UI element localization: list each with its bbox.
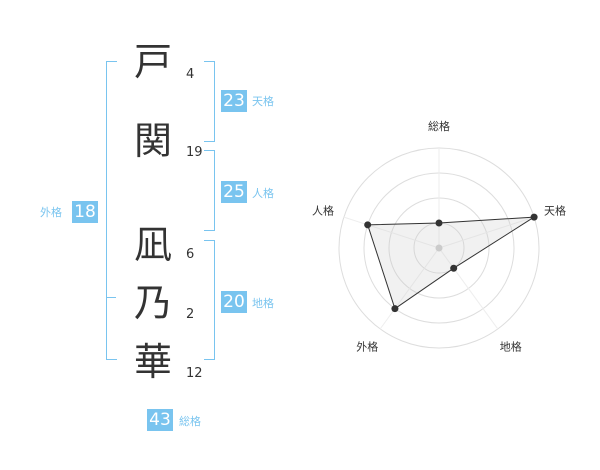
radar-series-polygon xyxy=(366,216,535,310)
radar-center-dot xyxy=(435,244,443,252)
stroke-count-1: 4 xyxy=(186,67,195,82)
radar-point-5 xyxy=(364,221,372,229)
tenkaku-label: 天格 xyxy=(252,95,274,108)
stroke-count-2: 19 xyxy=(186,145,203,160)
name-char-5: 華 xyxy=(133,340,172,384)
radar-axis-label-3: 地格 xyxy=(500,340,522,354)
radar-axis-label-2: 天格 xyxy=(544,203,566,217)
radar-series xyxy=(364,213,538,313)
name-char-4: 乃 xyxy=(133,281,172,325)
radar-axis-label-1: 総格 xyxy=(428,119,450,133)
stroke-count-5: 12 xyxy=(186,366,203,381)
radar-axis-label-4: 外格 xyxy=(356,340,378,354)
chikaku-bracket xyxy=(204,240,215,360)
stroke-count-4: 2 xyxy=(186,307,195,322)
jinkaku-label: 人格 xyxy=(252,187,274,200)
gaikaku-bracket xyxy=(106,61,117,360)
radar-spoke xyxy=(438,247,499,330)
gaikaku-bracket-tick xyxy=(106,297,116,298)
radar-spoke xyxy=(379,247,440,330)
gaikaku-value: 18 xyxy=(72,201,98,223)
chikaku-value: 20 xyxy=(221,291,247,313)
jinkaku-bracket xyxy=(204,150,215,231)
radar-point-4 xyxy=(391,305,399,313)
stroke-count-3: 6 xyxy=(186,247,195,262)
name-char-2: 関 xyxy=(133,119,172,163)
radar-point-1 xyxy=(435,219,443,227)
jinkaku-value: 25 xyxy=(221,181,247,203)
tenkaku-bracket xyxy=(204,61,215,142)
gaikaku-label: 外格 xyxy=(40,206,62,219)
radar-axis-label-5: 人格 xyxy=(312,203,334,217)
name-char-3: 凪 xyxy=(133,223,172,267)
soukaku-value: 43 xyxy=(147,409,173,431)
radar-point-3 xyxy=(450,264,458,272)
radar-point-2 xyxy=(530,213,538,221)
name-char-1: 戸 xyxy=(133,40,172,84)
tenkaku-value: 23 xyxy=(221,90,247,112)
soukaku-label: 総格 xyxy=(179,415,201,428)
radar-spoke xyxy=(343,216,440,249)
chikaku-label: 地格 xyxy=(252,297,274,310)
radar-spokes xyxy=(343,148,535,330)
radar-spoke xyxy=(438,216,535,249)
